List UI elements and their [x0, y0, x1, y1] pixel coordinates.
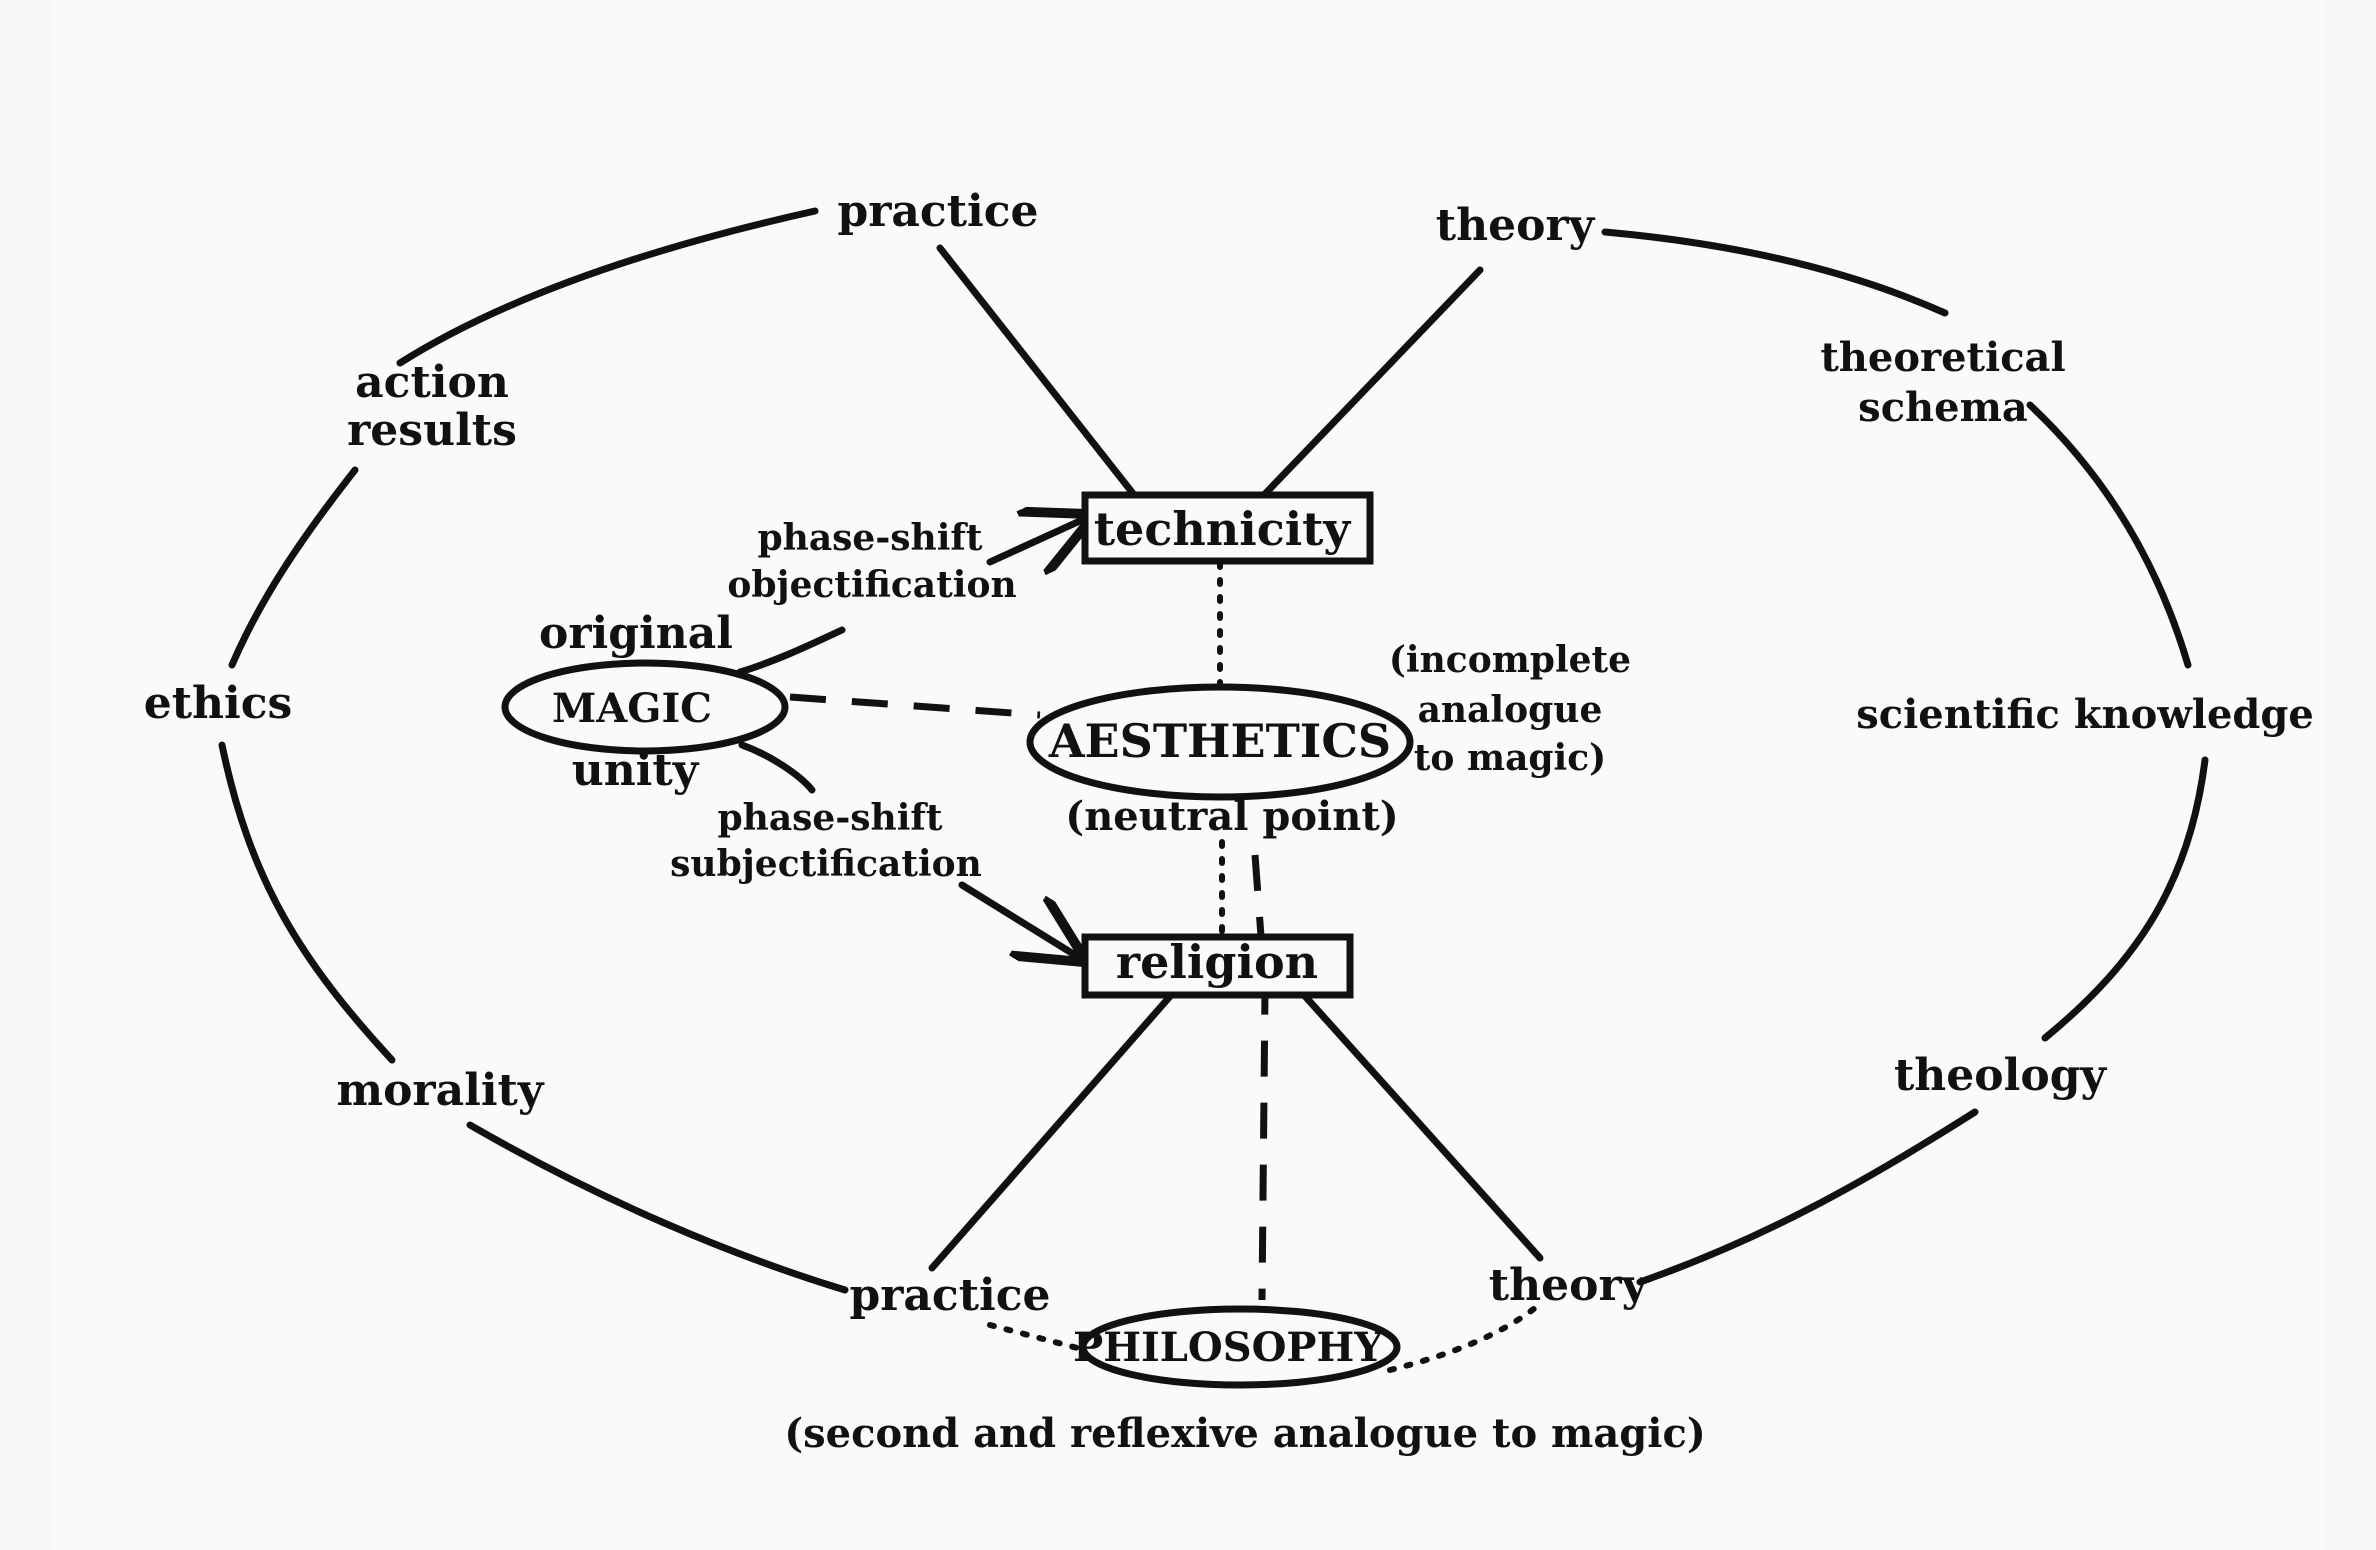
label-analogue: analogue	[1418, 689, 1603, 731]
label-phase-shift-lower: phase-shift	[717, 797, 942, 839]
arc-scientific-to-theology	[2041, 756, 2209, 1042]
magic-ellipse	[501, 659, 789, 755]
label-unity: unity	[572, 745, 700, 796]
religion-box	[1081, 933, 1354, 999]
arrow-subjectification	[958, 881, 1075, 955]
label-original: original	[539, 608, 733, 659]
line-religion-to-theory	[1291, 981, 1544, 1262]
arc-ethics-to-morality	[218, 741, 396, 1064]
label-magic: MAGIC	[552, 685, 712, 732]
branch-magic-upper	[736, 626, 846, 676]
label-incomplete: (incomplete	[1389, 639, 1631, 681]
arc-practice-to-action	[396, 207, 819, 367]
technicity-box	[1081, 491, 1374, 565]
label-practice-top: practice	[837, 186, 1038, 237]
label-practice-bottom: practice	[849, 1270, 1050, 1321]
label-theology: theology	[1894, 1050, 2107, 1101]
label-religion: religion	[1116, 935, 1318, 989]
label-neutral-point: (neutral point)	[1065, 793, 1398, 840]
label-philosophy: PHILOSOPHY	[1073, 1324, 1383, 1371]
label-objectification: objectification	[727, 564, 1016, 606]
dashed-magic-to-aesthetics	[789, 693, 1041, 719]
label-technicity: technicity	[1094, 502, 1352, 556]
aesthetics-ellipse	[1026, 683, 1414, 801]
philosophy-ellipse	[1079, 1305, 1401, 1389]
label-theory-top: theory	[1436, 200, 1596, 251]
line-practice-to-technicity	[936, 244, 1139, 500]
arc-schema-to-scientific	[2026, 401, 2192, 669]
dotted-theory-to-philosophy	[1387, 1305, 1538, 1373]
label-to-magic: to magic)	[1414, 737, 1606, 779]
label-philosophy-note: (second and reflexive analogue to magic)	[784, 1410, 1706, 1457]
arc-morality-to-practice	[466, 1121, 849, 1294]
line-theory-to-technicity	[1259, 266, 1484, 500]
label-theory-bottom: theory	[1489, 1260, 1649, 1311]
arc-theory-to-schema	[1601, 228, 1949, 317]
label-ethics: ethics	[144, 678, 293, 729]
label-morality: morality	[337, 1065, 545, 1116]
arc-theology-to-theory	[1636, 1108, 1979, 1286]
label-schema: schema	[1858, 384, 2028, 431]
label-subjectification: subjectification	[670, 843, 982, 885]
branch-magic-lower	[738, 741, 816, 794]
line-religion-to-practice	[928, 981, 1184, 1272]
dotted-practice-to-philosophy	[987, 1322, 1088, 1353]
label-scientific-knowledge: scientific knowledge	[1856, 691, 2314, 738]
label-results: results	[347, 405, 517, 456]
label-aesthetics: AESTHETICS	[1048, 714, 1391, 768]
label-theoretical: theoretical	[1820, 334, 2065, 381]
arc-results-to-ethics	[228, 466, 359, 669]
label-action: action	[355, 357, 509, 408]
label-phase-shift-upper: phase-shift	[757, 517, 982, 559]
arrow-objectification	[986, 520, 1082, 562]
